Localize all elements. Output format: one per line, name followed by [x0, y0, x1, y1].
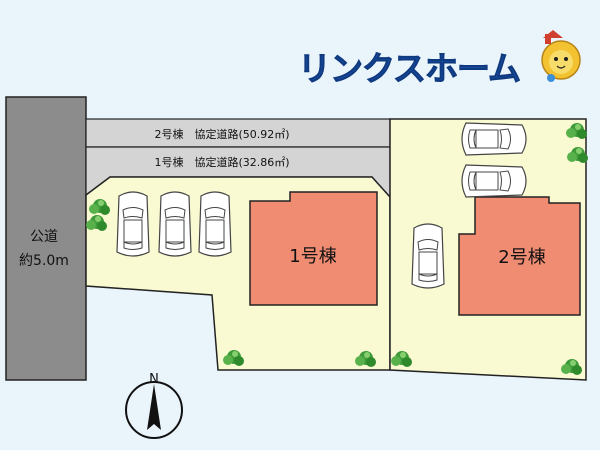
brand-logo-text: リンクスホーム: [297, 49, 521, 89]
access-road-2-label: 2号棟 協定道路(50.92㎡): [154, 127, 289, 141]
car-icon: [411, 223, 445, 289]
building-2-label: 2号棟: [498, 247, 545, 268]
car-icon: [462, 123, 526, 155]
car-icon: [198, 191, 232, 257]
lion-mascot-icon: [541, 30, 581, 82]
car-icon: [158, 191, 192, 257]
access-road-2: [85, 118, 391, 148]
building-1-footprint: [249, 191, 378, 306]
public-road-label: 公道: [30, 229, 58, 245]
compass-north-label: N: [149, 372, 159, 387]
north-compass-icon: N: [125, 372, 183, 439]
public-road: [5, 96, 87, 381]
car-icon: [462, 165, 526, 197]
car-icon: [116, 191, 150, 257]
building-1-label: 1号棟: [289, 246, 336, 267]
building-2-footprint: [458, 196, 581, 316]
access-road-1-label: 1号棟 協定道路(32.86㎡): [154, 155, 289, 169]
public-road-width: 約5.0m: [19, 253, 69, 269]
